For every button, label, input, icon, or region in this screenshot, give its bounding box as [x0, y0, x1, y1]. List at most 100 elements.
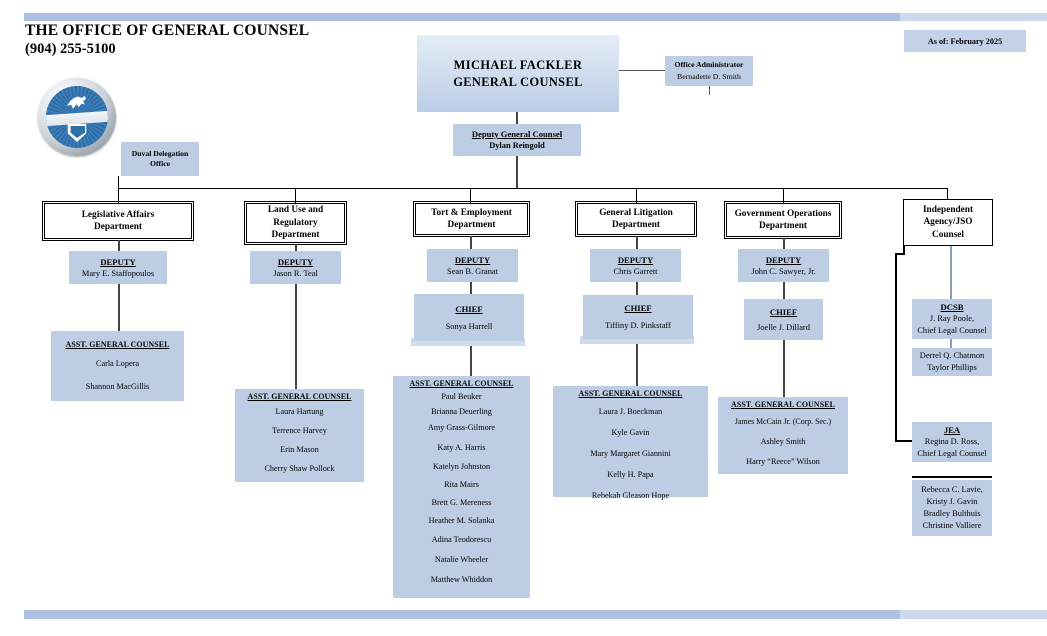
- jea-lead-line-1: Regina D. Ross,: [924, 437, 980, 446]
- deputy-box-land-use: DEPUTY Jason R. Teal: [250, 251, 341, 284]
- jea-abbr: JEA: [943, 425, 961, 435]
- independent-title-line-3: Counsel: [931, 229, 965, 240]
- connector-drop-duval: [118, 176, 119, 188]
- staff-list-header: ASST. GENERAL COUNSEL: [731, 400, 835, 409]
- bottom-accent-bar: [24, 610, 900, 619]
- staff-name: Amy Grass-Gilmore: [427, 423, 496, 432]
- dcsb-lead-line-1: J. Ray Poole,: [929, 314, 975, 323]
- staff-list-litigation: ASST. GENERAL COUNSEL Laura J. Boeckman …: [553, 386, 708, 500]
- bottom-accent-bar-right: [900, 610, 1047, 619]
- dcsb-member: Taylor Phillips: [927, 363, 977, 372]
- duval-delegation-line-1: Duval Delegation: [131, 148, 189, 158]
- top-accent-bar-right: [900, 13, 1047, 21]
- connector-drop-col-4: [636, 188, 637, 206]
- chief-box-shadow-tort: [411, 338, 525, 346]
- connector-dept3-to-staff: [470, 346, 472, 376]
- department-box-land-use-and-regulatory: Land Use and Regulatory Department: [243, 200, 348, 246]
- connector-drop-col-3: [470, 188, 471, 206]
- office-phone: (904) 255-5100: [25, 41, 116, 57]
- dept-title-line-1: Government Operations: [734, 208, 832, 219]
- staff-name: James McCain Jr. (Corp. Sec.): [734, 417, 832, 426]
- staff-name: Terrence Harvey: [272, 426, 327, 435]
- connector-independent-to-jea: [895, 440, 912, 442]
- chief-box-shadow-litigation: [580, 336, 694, 344]
- deputy-role: DEPUTY: [100, 256, 136, 267]
- connector-independent-spine-vert: [895, 253, 897, 442]
- connector-dept5-to-deputy: [783, 238, 785, 249]
- department-box-legislative-affairs: Legislative Affairs Department: [41, 200, 195, 242]
- city-of-jacksonville-seal-icon: [38, 78, 116, 156]
- deputy-general-counsel-role: Deputy General Counsel: [471, 129, 563, 139]
- jea-lead-line-2: Chief Legal Counsel: [917, 449, 987, 458]
- duval-delegation-office-box: Duval Delegation Office: [121, 142, 199, 176]
- dcsb-members-box: Derrel Q. Chatmon Taylor Phillips: [912, 348, 992, 376]
- dept-title-line-1: General Litigation: [599, 207, 673, 218]
- staff-name: Mary Margaret Giannini: [590, 449, 671, 458]
- staff-name: Brett G. Mereness: [431, 498, 492, 507]
- staff-name: Laura Hartung: [275, 407, 324, 416]
- staff-name: Erin Mason: [280, 445, 319, 454]
- connector-main-bus: [118, 188, 948, 189]
- dept-title-line-2: Department: [447, 220, 496, 230]
- jea-member: Kristy J. Gavin: [926, 497, 978, 506]
- deputy-name: Sean B. Granat: [447, 266, 498, 276]
- as-of-badge: As of: February 2025: [904, 30, 1026, 52]
- connector-independent-spine-corner: [895, 253, 905, 255]
- jea-lead-box: JEA Regina D. Ross, Chief Legal Counsel: [912, 422, 992, 462]
- seal-shield-icon: [67, 124, 87, 142]
- deputy-box-gov-ops: DEPUTY John C. Sawyer, Jr.: [738, 249, 829, 282]
- connector-drop-col-1: [118, 188, 119, 206]
- staff-list-tort: ASST. GENERAL COUNSEL Paul Beuker Briann…: [393, 376, 530, 598]
- independent-title-line-1: Independent: [922, 204, 974, 215]
- staff-name: Kyle Gavin: [611, 428, 650, 437]
- staff-name: Matthew Whiddon: [430, 575, 493, 584]
- connector-dept3-to-deputy: [470, 236, 472, 249]
- staff-list-header: ASST. GENERAL COUNSEL: [409, 379, 514, 388]
- staff-name: Laura J. Boeckman: [598, 407, 663, 416]
- staff-name: Heather M. Solanka: [428, 516, 495, 525]
- chief-role: CHIEF: [769, 306, 798, 317]
- office-administrator-box: Office Administrator Bernadette D. Smith: [665, 56, 753, 86]
- staff-name: Shannon MacGillis: [85, 381, 150, 391]
- connector-deputy-to-bus: [516, 156, 518, 188]
- connector-independent-spine-top: [903, 246, 905, 254]
- deputy-role: DEPUTY: [454, 254, 491, 265]
- deputy-role: DEPUTY: [277, 256, 314, 267]
- deputy-name: Chris Garrett: [613, 266, 658, 276]
- independent-title-line-2: Agency/JSO: [923, 217, 973, 228]
- duval-delegation-line-2: Office: [149, 159, 171, 168]
- chief-name: Tiffiny D. Pinkstaff: [605, 321, 671, 330]
- general-counsel-name: MICHAEL FACKLER: [453, 57, 583, 72]
- dcsb-abbr: DCSB: [940, 302, 964, 312]
- chief-role: CHIEF: [624, 303, 652, 313]
- staff-name: Katy A. Harris: [437, 443, 486, 452]
- staff-list-header: ASST. GENERAL COUNSEL: [247, 392, 352, 401]
- general-counsel-box: MICHAEL FACKLER GENERAL COUNSEL: [417, 35, 619, 112]
- connector-dept4-to-deputy: [636, 236, 638, 249]
- dept-title-line-2: Regulatory: [273, 217, 318, 228]
- deputy-general-counsel-name: Dylan Reingold: [489, 141, 545, 150]
- staff-name: Natalie Wheeler: [434, 555, 489, 564]
- dept-title-line-3: Department: [271, 230, 320, 241]
- jea-member: Bradley Bulthuis: [923, 509, 981, 518]
- deputy-general-counsel-box: Deputy General Counsel Dylan Reingold: [453, 124, 581, 156]
- dept-title-line-1: Land Use and: [267, 205, 324, 216]
- dept-title-line-1: Tort & Employment: [431, 207, 512, 218]
- deputy-name: Mary E. Staffopoulos: [81, 268, 155, 278]
- connector-admin-stub: [709, 86, 710, 95]
- connector-dept2-to-deputy: [295, 244, 297, 251]
- staff-list-gov-ops: ASST. GENERAL COUNSEL James McCain Jr. (…: [718, 397, 848, 474]
- seal-inner: [46, 86, 108, 148]
- department-box-tort-and-employment: Tort & Employment Department: [412, 200, 531, 238]
- staff-name: Brianna Deuerling: [431, 407, 492, 416]
- staff-list-header: ASST. GENERAL COUNSEL: [65, 339, 170, 349]
- connector-dept1-to-staff: [118, 284, 120, 331]
- connector-drop-col-2: [295, 188, 296, 206]
- dept-title-line-2: Department: [758, 221, 808, 231]
- connector-gc-to-admin: [619, 70, 665, 71]
- jea-member: Rebecca C. Lavie,: [921, 485, 983, 494]
- dcsb-lead-box: DCSB J. Ray Poole, Chief Legal Counsel: [912, 299, 992, 339]
- chief-box-gov-ops: CHIEF Joelle J. Dillard: [744, 299, 823, 340]
- deputy-name: Jason R. Teal: [273, 268, 318, 278]
- connector-dept4-to-staff: [636, 344, 638, 386]
